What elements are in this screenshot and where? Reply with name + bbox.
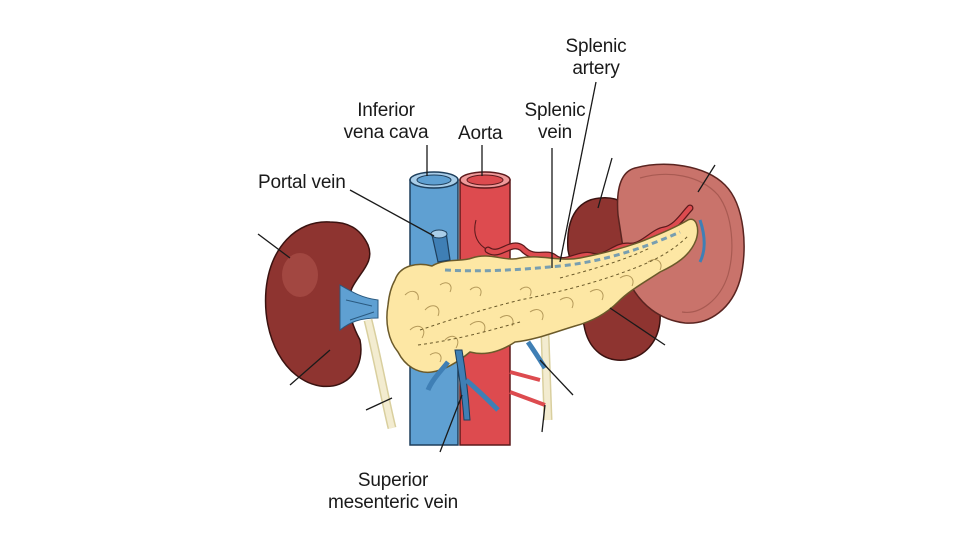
splenic-vein-vessel	[444, 230, 681, 273]
label-superior-mesenteric-vein: Superior mesenteric vein	[327, 470, 459, 513]
pancreas	[386, 218, 699, 374]
label-splenic-vein: Splenic vein	[524, 100, 586, 143]
label-splenic-artery: Splenic artery	[565, 36, 627, 79]
leader-lines	[257, 81, 716, 453]
left-kidney	[264, 221, 379, 388]
portal-vein	[430, 229, 451, 263]
label-inferior-vena-cava: Inferior vena cava	[343, 100, 429, 143]
label-aorta: Aorta	[458, 123, 503, 144]
superior-mesenteric-vein-vessel	[425, 340, 548, 421]
label-portal-vein: Portal vein	[258, 172, 346, 193]
